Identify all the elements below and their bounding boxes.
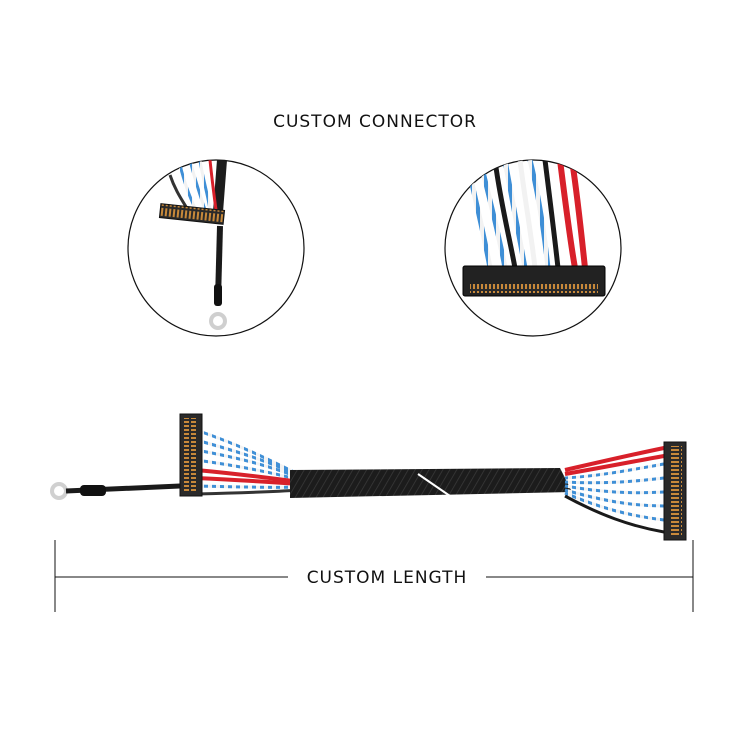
main-cable-assembly [50,413,687,541]
length-dimension-line [54,540,694,612]
detail-circle-right [444,159,622,337]
custom-length-caption: CUSTOM LENGTH [292,568,482,588]
detail-circle-left [127,159,305,337]
custom-connector-caption: CUSTOM CONNECTOR [273,112,477,132]
